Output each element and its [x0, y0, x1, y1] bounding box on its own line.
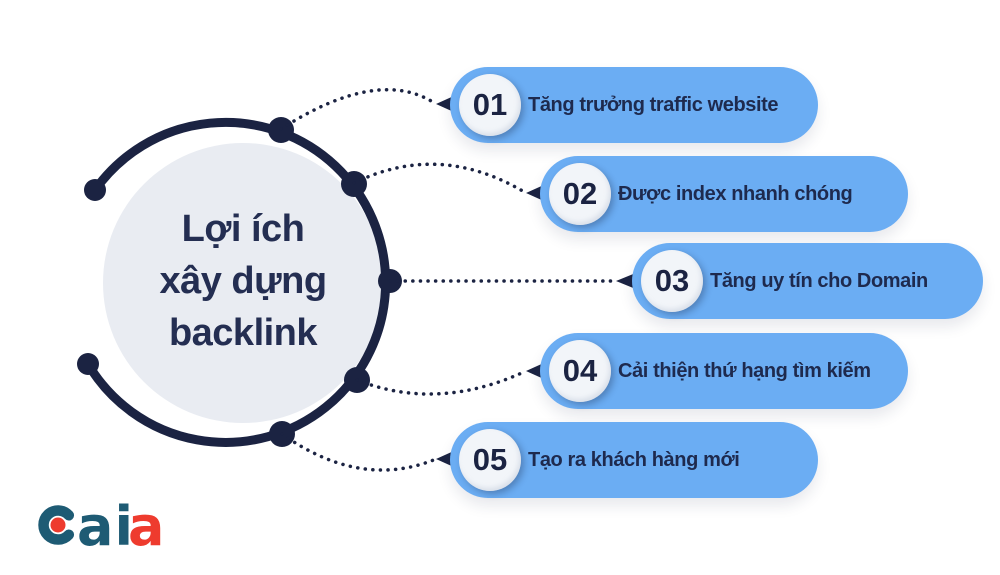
- caia-red-dot-icon: [50, 517, 66, 533]
- ring-endpoint-bottom-dot: [77, 353, 99, 375]
- benefit-pill-3: 03 Tăng uy tín cho Domain: [632, 243, 983, 319]
- benefit-number-badge: 02: [549, 163, 611, 225]
- hub-ring-arc: [83, 117, 391, 447]
- benefit-label: Được index nhanh chóng: [618, 182, 853, 205]
- caia-logo: ai a: [38, 495, 164, 555]
- benefit-label: Tăng uy tín cho Domain: [710, 269, 928, 292]
- ring-endpoint-top-dot: [84, 179, 106, 201]
- connector-line-2: [352, 162, 528, 195]
- benefit-number-badge: 01: [459, 74, 521, 136]
- page-title: Lợi ích xây dựng backlink: [103, 203, 383, 359]
- benefit-pill-2: 02 Được index nhanh chóng: [540, 156, 908, 232]
- benefit-label: Tạo ra khách hàng mới: [528, 448, 740, 471]
- title-line-3: backlink: [168, 312, 318, 354]
- benefit-number-badge: 03: [641, 250, 703, 312]
- benefit-pill-4: 04 Cải thiện thứ hạng tìm kiếm: [540, 333, 908, 409]
- logo-letters-red: a: [128, 495, 164, 555]
- caia-c-mark-icon: [38, 505, 75, 545]
- connector-line-5: [280, 432, 438, 472]
- logo-letters-teal: ai: [77, 495, 134, 555]
- title-line-1: Lợi ích: [181, 208, 305, 250]
- benefit-number-badge: 05: [459, 429, 521, 491]
- connector-line-1: [279, 87, 438, 131]
- title-line-2: xây dựng: [159, 260, 327, 302]
- connector-line-4: [355, 369, 528, 396]
- benefit-label: Tăng trưởng traffic website: [528, 93, 779, 116]
- benefit-pill-1: 01 Tăng trưởng traffic website: [450, 67, 818, 143]
- benefit-number-badge: 04: [549, 340, 611, 402]
- benefit-pill-5: 05 Tạo ra khách hàng mới: [450, 422, 818, 498]
- benefit-label: Cải thiện thứ hạng tìm kiếm: [618, 359, 871, 382]
- central-circle: Lợi ích xây dựng backlink: [103, 143, 383, 423]
